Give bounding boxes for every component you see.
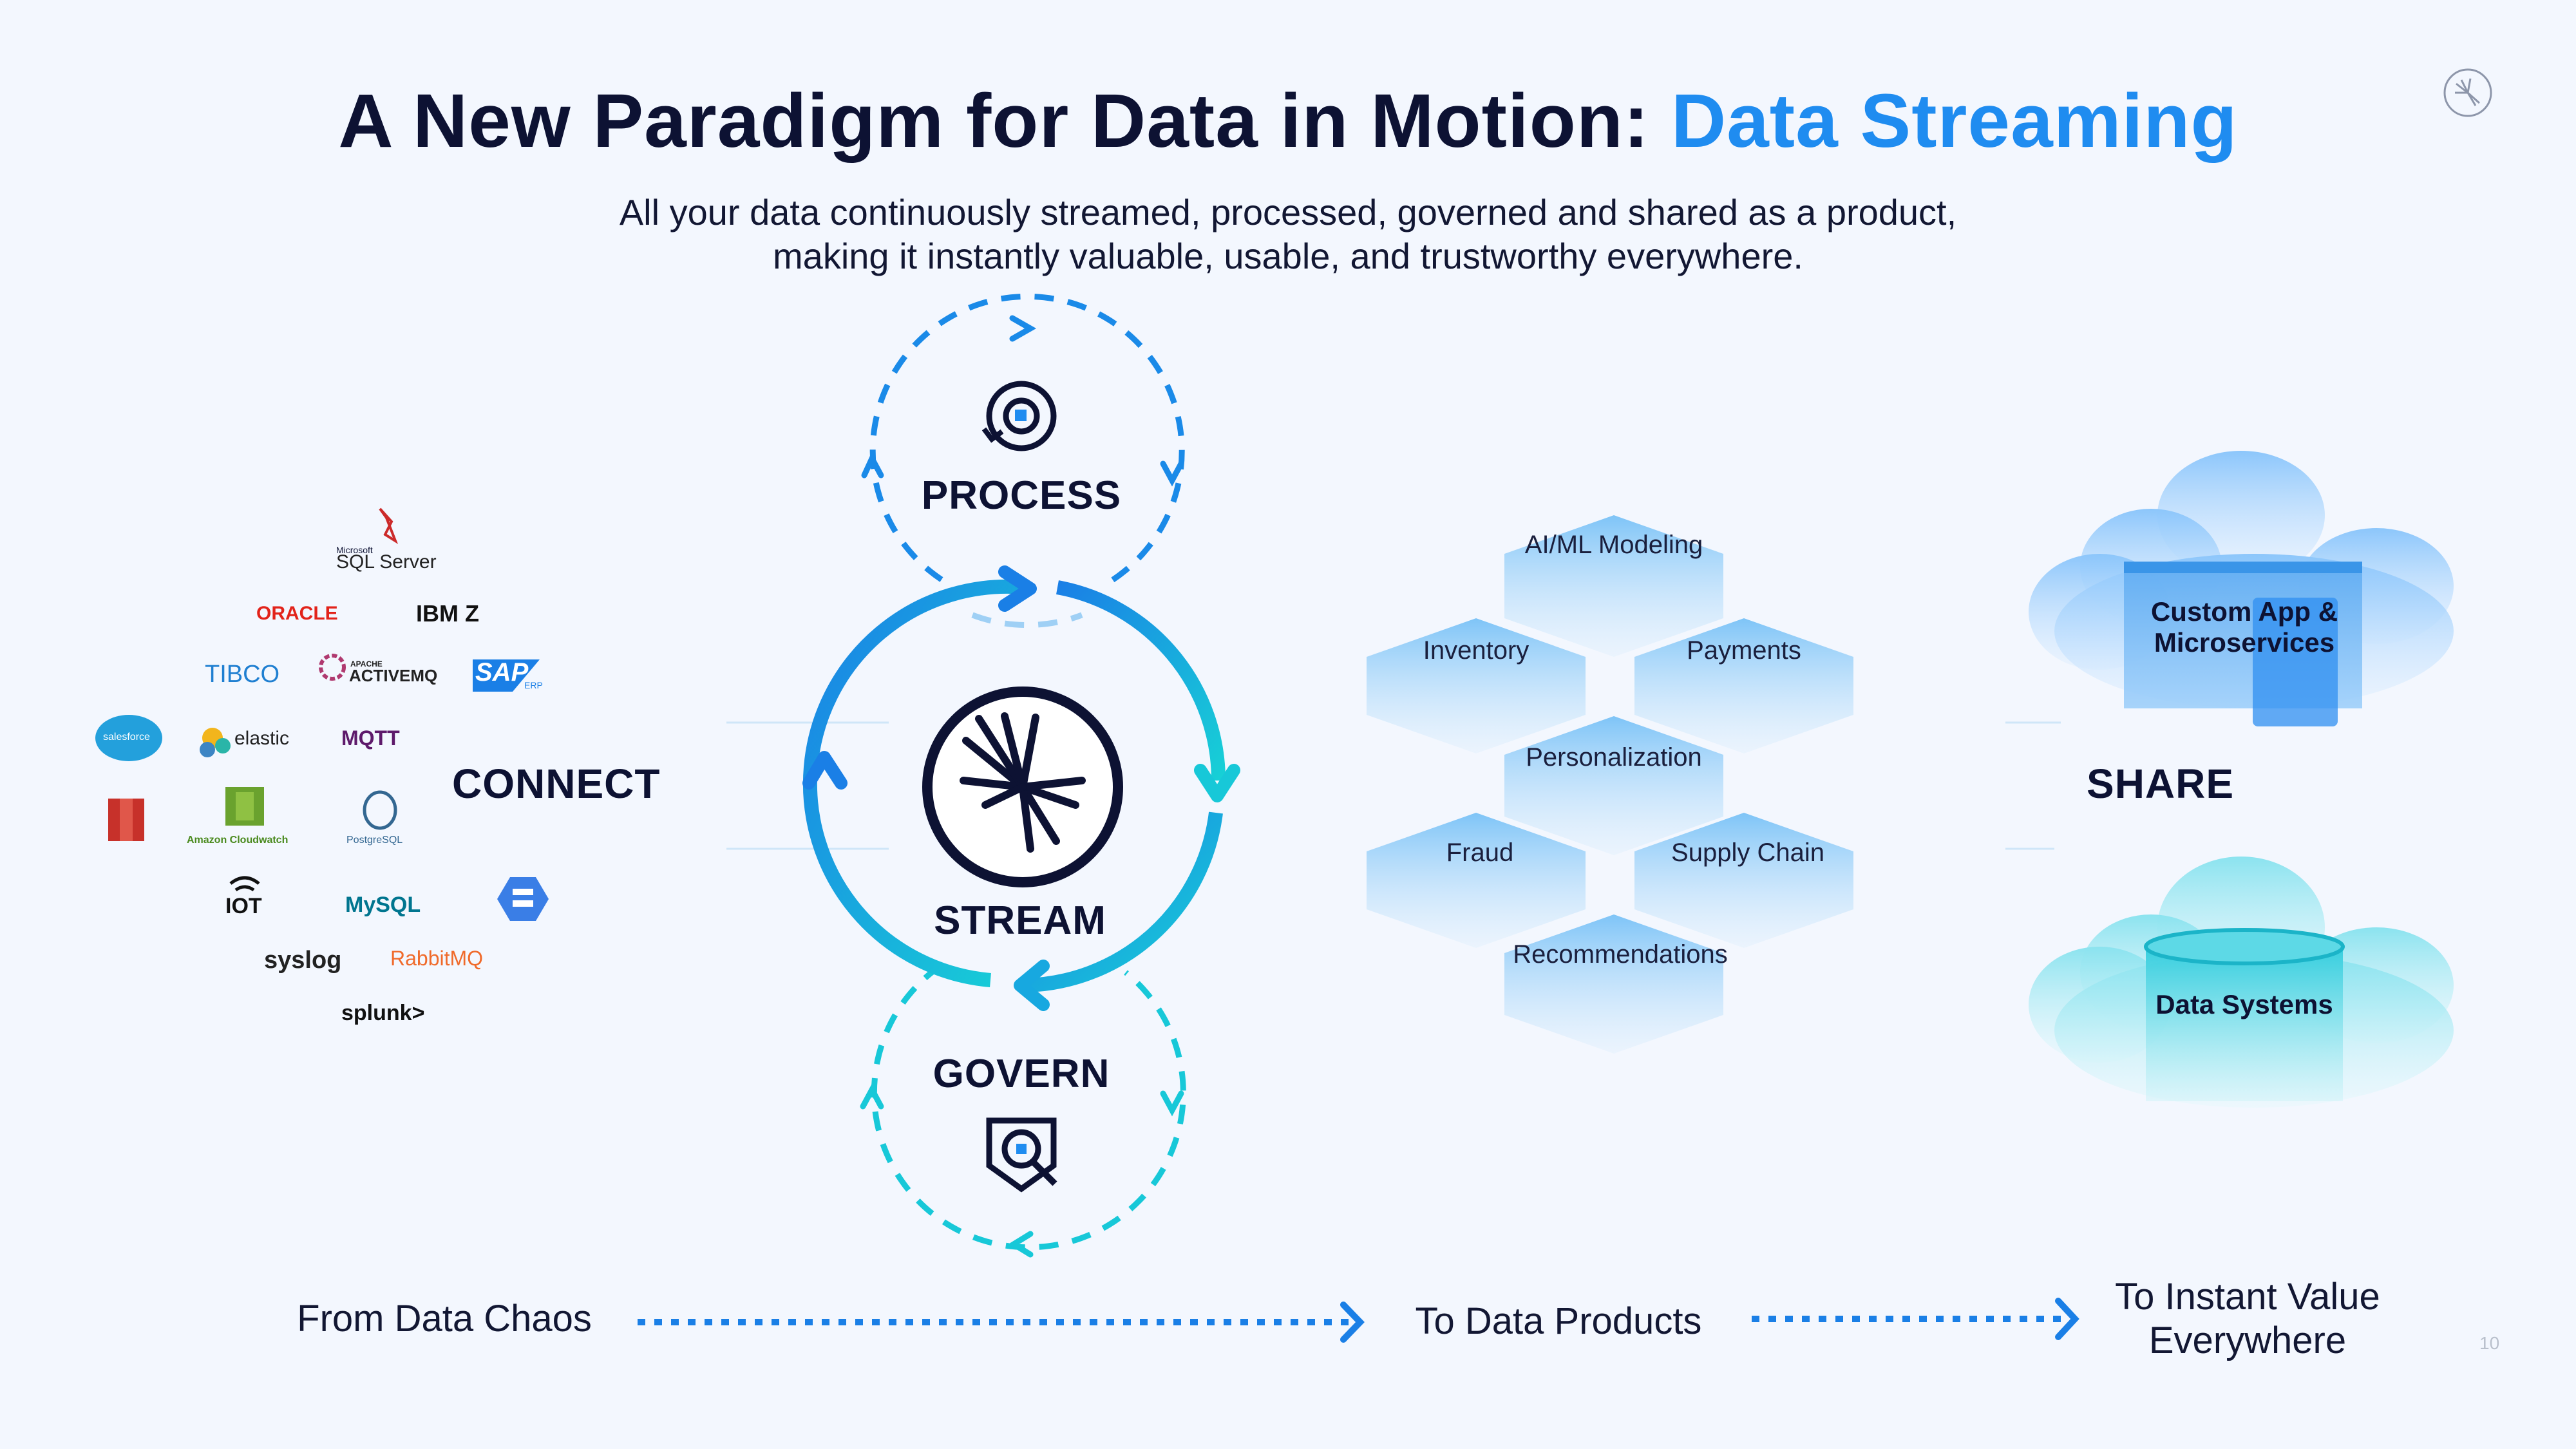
- to-instant-value: To Instant Value Everywhere: [2080, 1275, 2415, 1363]
- sap-icon: [473, 659, 540, 692]
- data-cloud-label: Data Systems: [2155, 989, 2333, 1019]
- elastic-logo: elastic: [234, 728, 290, 749]
- stream-label: STREAM: [934, 898, 1106, 943]
- syslog-logo: syslog: [264, 947, 342, 974]
- use-case-inventory: Inventory: [1423, 636, 1530, 665]
- process-cycle: [861, 293, 1185, 629]
- to-data-products: To Data Products: [1415, 1300, 1702, 1342]
- oracle-logo: ORACLE: [256, 603, 338, 624]
- ibm-logo: IBM Z: [416, 600, 479, 627]
- activemq-small-text: APACHE: [350, 659, 383, 668]
- use-case-blocks: [1367, 515, 1853, 1054]
- connect-label: CONNECT: [452, 761, 661, 807]
- iot-icon: [229, 876, 260, 892]
- page-title: A New Paradigm for Data in Motion: Data …: [0, 77, 2576, 165]
- google-cloud-icon: [497, 877, 549, 921]
- iot-logo: IOT: [225, 894, 262, 918]
- salesforce-icon: [95, 715, 162, 761]
- cloudwatch-logo: Amazon Cloudwatch: [187, 835, 289, 846]
- mysql-logo: MySQL: [345, 893, 421, 917]
- aws-s3-icon: [108, 799, 144, 841]
- govern-label: GOVERN: [933, 1052, 1110, 1096]
- app-cloud-line-2: Microservices: [2154, 627, 2335, 658]
- sap-logo: SAP: [475, 658, 529, 687]
- use-case-payments: Payments: [1687, 636, 1801, 665]
- govern-cycle: [860, 963, 1186, 1258]
- cloudwatch-icon: [225, 787, 264, 826]
- sql-server-logo: SQL Server: [336, 551, 437, 573]
- title-main: A New Paradigm for Data in Motion:: [338, 79, 1650, 164]
- elastic-icon: [200, 728, 231, 757]
- app-cloud: [2029, 451, 2454, 726]
- subtitle: All your data continuously streamed, pro…: [0, 191, 2576, 278]
- title-accent: Data Streaming: [1671, 79, 2238, 164]
- activemq-icon: [319, 654, 346, 681]
- app-cloud-label: Custom App & Microservices: [2119, 596, 2370, 658]
- to-instant-value-line-1: To Instant Value: [2115, 1276, 2380, 1318]
- postgres-logo: PostgreSQL: [346, 835, 403, 846]
- use-case-personalization: Personalization: [1526, 743, 1702, 772]
- sql-server-icon: [379, 507, 399, 544]
- splunk-logo: splunk>: [341, 1001, 425, 1025]
- subtitle-line-1: All your data continuously streamed, pro…: [619, 192, 1957, 232]
- tibco-logo: TIBCO: [205, 661, 280, 688]
- use-case-ai-ml: AI/ML Modeling: [1524, 531, 1703, 559]
- activemq-logo: ACTIVEMQ: [349, 666, 438, 685]
- sql-server-small-text: Microsoft: [336, 545, 373, 555]
- app-cloud-line-1: Custom App &: [2150, 596, 2338, 627]
- process-stream-lines: [1206, 717, 1383, 854]
- govern-icon: [986, 1117, 1057, 1193]
- to-instant-value-line-2: Everywhere: [2148, 1320, 2347, 1361]
- stream-logo-icon: [922, 687, 1123, 887]
- use-case-fraud: Fraud: [1446, 838, 1514, 867]
- postgres-icon: [363, 790, 397, 830]
- connect-stream-lines: [523, 717, 889, 854]
- use-case-recommendations: Recommendations: [1513, 940, 1728, 969]
- salesforce-logo: salesforce: [103, 732, 150, 743]
- confluent-logo-icon: [2443, 68, 2492, 117]
- share-label: SHARE: [2087, 761, 2235, 807]
- share-stream-lines: [1811, 717, 2070, 854]
- process-label: PROCESS: [921, 473, 1122, 518]
- stream-ring: [802, 565, 1240, 1011]
- use-case-supply-chain: Supply Chain: [1671, 838, 1824, 867]
- sap-erp-text: ERP: [524, 680, 543, 690]
- bottom-arrows: [638, 1298, 2079, 1343]
- source-logo-shapes: [95, 507, 549, 921]
- mqtt-logo: MQTT: [341, 726, 400, 750]
- subtitle-line-2: making it instantly valuable, usable, an…: [773, 236, 1803, 276]
- page-number: 10: [2479, 1333, 2500, 1353]
- data-cloud: [2029, 857, 2454, 1108]
- from-data-chaos: From Data Chaos: [297, 1298, 592, 1340]
- process-icon: [981, 381, 1057, 451]
- rabbitmq-logo: RabbitMQ: [390, 947, 484, 970]
